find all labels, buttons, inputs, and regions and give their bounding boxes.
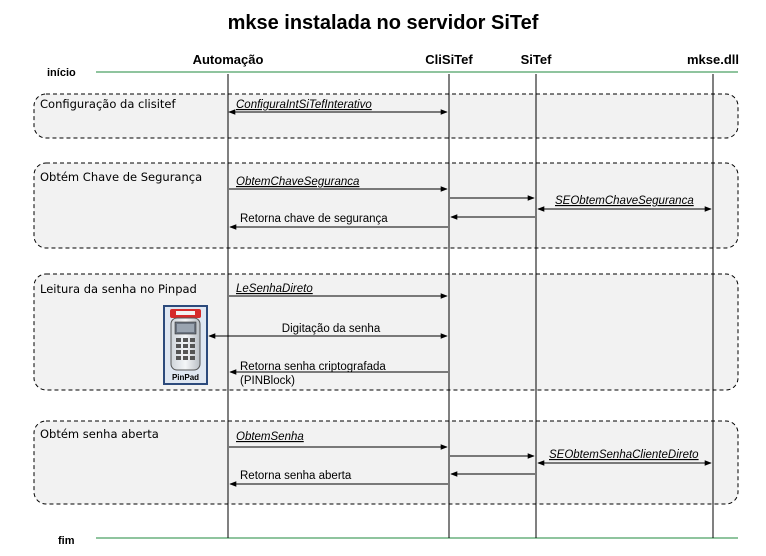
end-marker-label: fim (58, 535, 75, 547)
start-marker-label: início (47, 67, 76, 79)
message-label: Digitação da senha (282, 323, 381, 335)
message-label: ObtemChaveSeguranca (236, 176, 359, 188)
message-label: SEObtemSenhaClienteDireto (549, 449, 699, 461)
section-box-pinpad (33, 273, 739, 391)
diagram-title: mkse instalada no servidor SiTef (228, 12, 539, 34)
section-box-config (33, 93, 739, 139)
message-label: ConfiguraIntSiTefInterativo (236, 99, 372, 111)
message-label: Retorna senha criptografada (240, 361, 386, 373)
message-label: ObtemSenha (236, 431, 304, 443)
section-label-chave: Obtém Chave de Segurança (40, 170, 202, 184)
participant-clisitef: CliSiTef (425, 52, 473, 67)
section-label-config: Configuração da clisitef (40, 97, 177, 111)
message-label: Retorna chave de segurança (240, 213, 388, 225)
participant-mkse: mkse.dll (687, 52, 739, 67)
message-label-continuation: (PINBlock) (240, 375, 295, 387)
section-box-chave (33, 162, 739, 249)
participant-sitef: SiTef (521, 52, 552, 67)
message-label: SEObtemChaveSeguranca (555, 195, 694, 207)
participant-automacao: Automação (193, 52, 264, 67)
section-box-senha (33, 420, 739, 505)
section-label-senha: Obtém senha aberta (40, 427, 159, 441)
message-label: LeSenhaDireto (236, 283, 313, 295)
pinpad-icon: PinPad (163, 305, 208, 385)
message-label: Retorna senha aberta (240, 470, 352, 482)
section-label-pinpad: Leitura da senha no Pinpad (40, 282, 197, 296)
pinpad-label: PinPad (172, 373, 199, 382)
